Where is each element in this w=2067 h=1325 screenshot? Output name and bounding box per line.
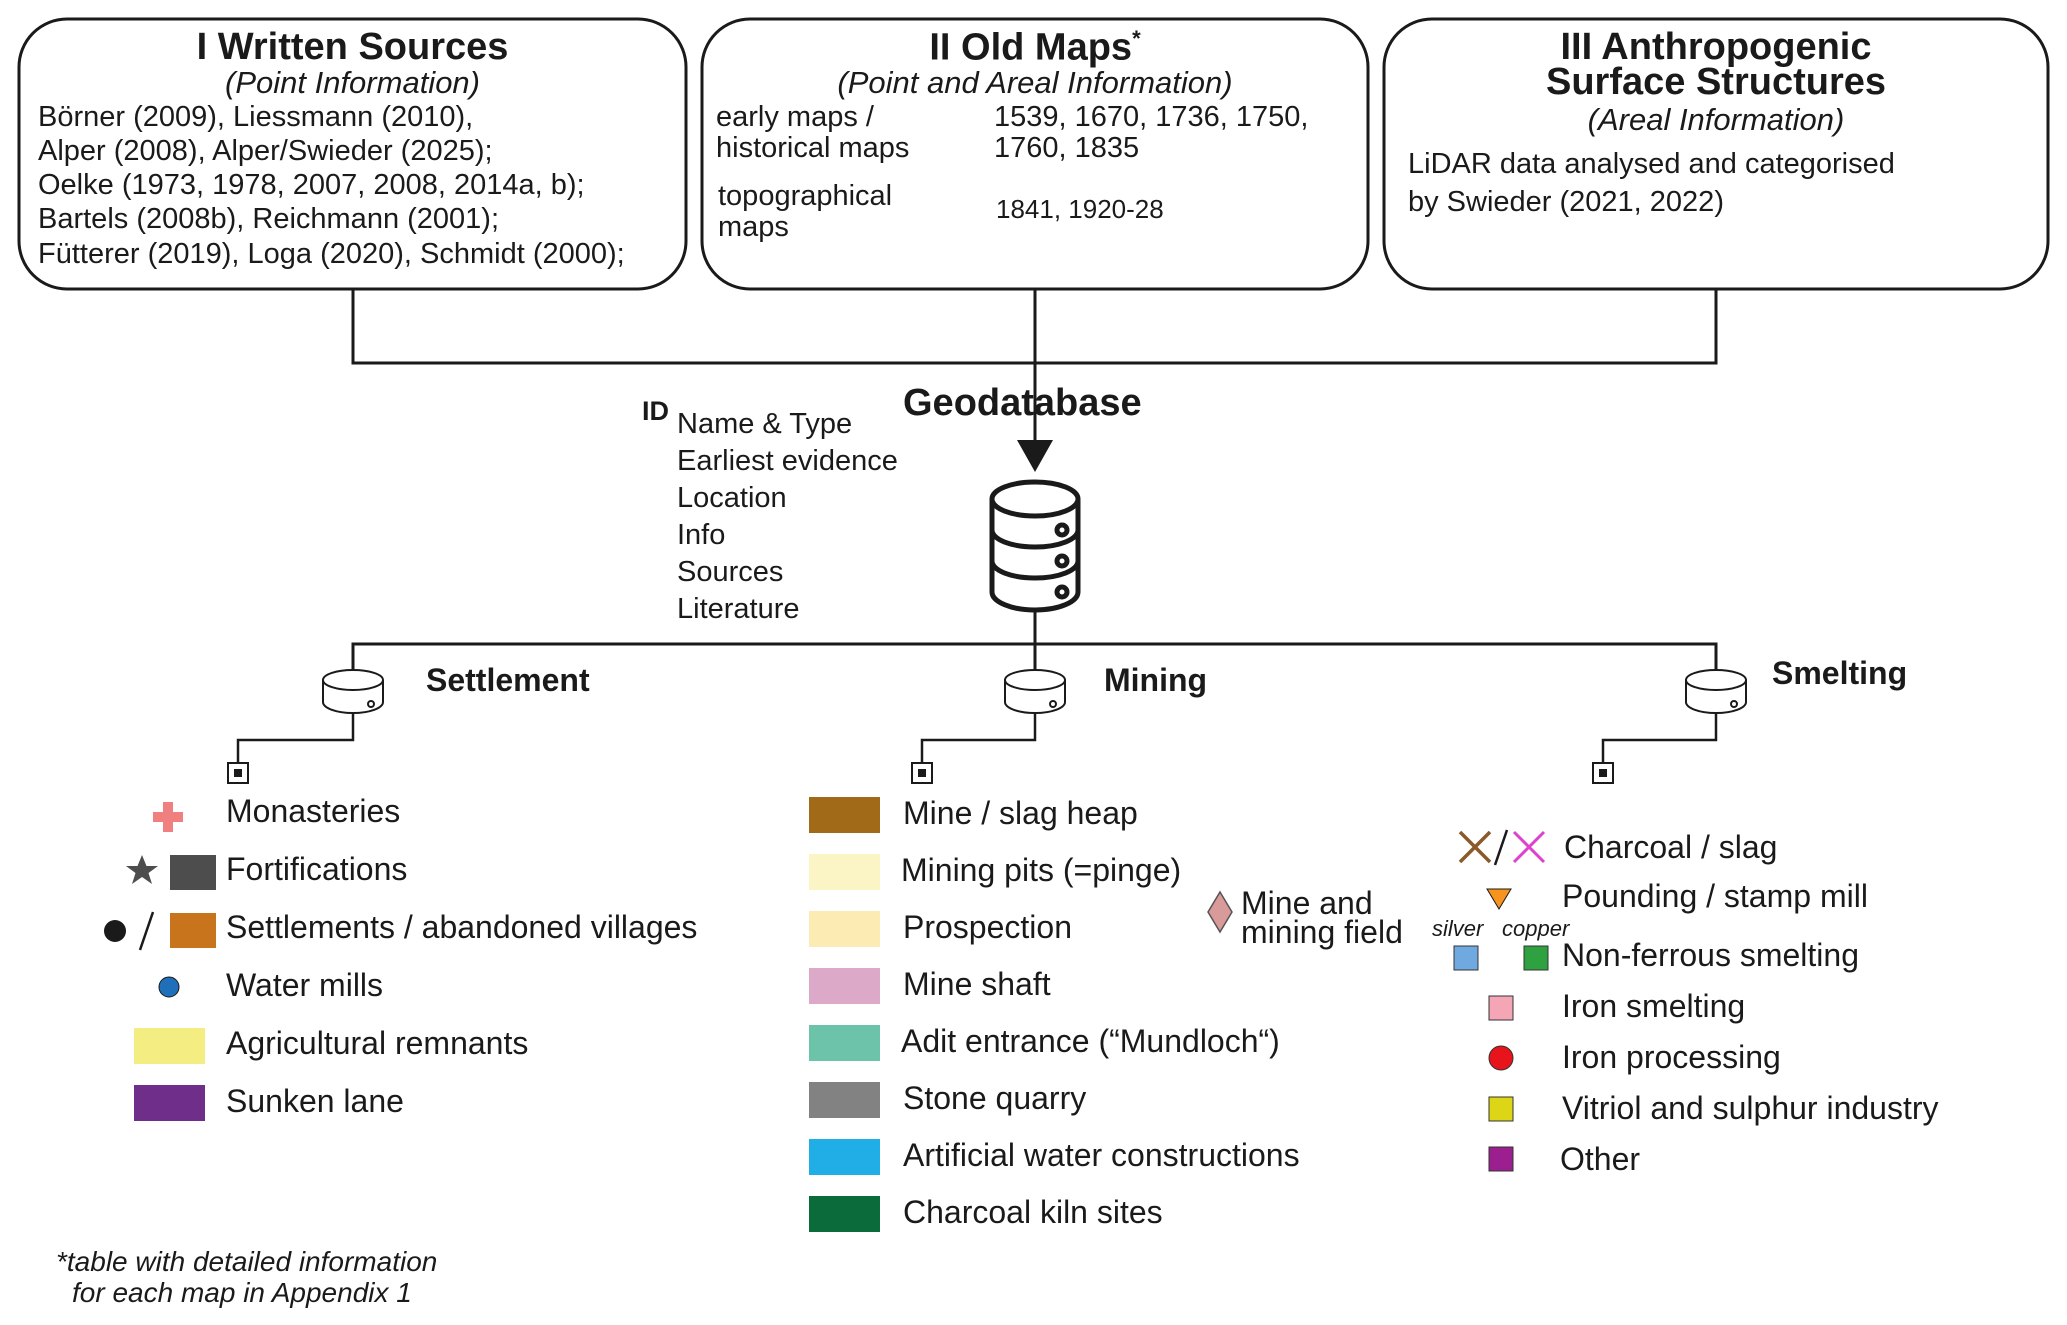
vitriol-swatch bbox=[1488, 1096, 1514, 1122]
legend-stamp-mill: Pounding / stamp mill bbox=[1562, 878, 1868, 914]
footnote: for each map in Appendix 1 bbox=[72, 1277, 412, 1308]
stone-quarry-swatch bbox=[809, 1082, 880, 1118]
smelting-db-icon bbox=[1685, 669, 1747, 714]
legend-vitriol: Vitriol and sulphur industry bbox=[1562, 1090, 1939, 1126]
legend-charcoal-slag: Charcoal / slag bbox=[1564, 829, 1778, 865]
legend-copper-label: copper bbox=[1502, 916, 1570, 941]
legend-water-constructions: Artificial water constructions bbox=[903, 1137, 1300, 1173]
monastery-cross-icon bbox=[153, 802, 183, 832]
legend-mine-slag: Mine / slag heap bbox=[903, 795, 1138, 831]
geodatabase-id-label: ID bbox=[642, 396, 669, 426]
early-maps-label: early maps / bbox=[716, 101, 874, 133]
smelting-heading: Smelting bbox=[1772, 655, 1908, 691]
legend-mining-field: mining field bbox=[1241, 914, 1403, 950]
geodatabase-field: Sources bbox=[677, 556, 784, 588]
mine-slag-swatch bbox=[809, 797, 880, 833]
anthropogenic-line: by Swieder (2021, 2022) bbox=[1408, 186, 1724, 218]
old-maps-title: II Old Maps* bbox=[929, 26, 1141, 69]
node-icons bbox=[227, 762, 1614, 784]
topo-maps-years: 1841, 1920-28 bbox=[996, 194, 1164, 224]
smelting-subconnector bbox=[1601, 714, 1718, 763]
legend-settlements: Settlements / abandoned villages bbox=[226, 909, 698, 945]
charcoal-kiln-swatch bbox=[809, 1196, 880, 1232]
footnote: *table with detailed information bbox=[56, 1246, 438, 1277]
written-sources-title: I Written Sources bbox=[196, 26, 509, 68]
other-swatch bbox=[1488, 1146, 1514, 1172]
anthropogenic-title: Surface Structures bbox=[1545, 61, 1886, 103]
legend-iron-smelting: Iron smelting bbox=[1562, 988, 1746, 1024]
anthropogenic-line: LiDAR data analysed and categorised bbox=[1408, 148, 1895, 180]
down-arrow-icon bbox=[1017, 440, 1053, 472]
legend-iron-processing: Iron processing bbox=[1562, 1039, 1781, 1075]
fortification-swatch bbox=[170, 855, 216, 890]
agricultural-swatch bbox=[134, 1028, 205, 1064]
water-constructions-swatch bbox=[809, 1139, 880, 1175]
copper-smelting-swatch bbox=[1523, 945, 1549, 971]
anthropogenic-title: III Anthropogenic bbox=[1560, 26, 1872, 68]
legend-adit-entrance: Adit entrance (“Mundloch“) bbox=[901, 1023, 1280, 1059]
sunken-lane-swatch bbox=[134, 1085, 205, 1121]
settlement-db-icon bbox=[322, 669, 384, 714]
geodatabase-field: Info bbox=[677, 519, 726, 551]
early-maps-years: 1760, 1835 bbox=[994, 132, 1140, 164]
early-maps-years: 1539, 1670, 1736, 1750, bbox=[994, 101, 1309, 133]
legend-fortifications: Fortifications bbox=[226, 851, 408, 887]
geodatabase-field: Literature bbox=[677, 593, 800, 625]
legend-stone-quarry: Stone quarry bbox=[903, 1080, 1087, 1116]
legend-prospection: Prospection bbox=[903, 909, 1072, 945]
mining-subconnector bbox=[920, 714, 1037, 763]
database-icon bbox=[989, 479, 1081, 613]
written-sources-line: Börner (2009), Liessmann (2010), bbox=[38, 101, 474, 133]
geodatabase-field: Name & Type bbox=[677, 408, 853, 440]
legend-mining-pits: Mining pits (=pinge) bbox=[901, 852, 1182, 888]
prospection-swatch bbox=[809, 911, 880, 947]
settlement-heading: Settlement bbox=[426, 662, 590, 698]
anthropogenic-subtitle: (Areal Information) bbox=[1587, 102, 1845, 137]
slash-divider bbox=[138, 911, 155, 951]
written-sources-line: Bartels (2008b), Reichmann (2001); bbox=[38, 203, 500, 235]
topo-maps-label: maps bbox=[718, 211, 789, 243]
written-sources-subtitle: (Point Information) bbox=[225, 65, 480, 100]
mining-field-diamond-icon bbox=[1207, 890, 1233, 934]
written-sources-line: Alper (2008), Alper/Swieder (2025); bbox=[38, 135, 493, 167]
legend-charcoal-kiln: Charcoal kiln sites bbox=[903, 1194, 1163, 1230]
legend-monasteries: Monasteries bbox=[226, 793, 401, 829]
slag-cross-icon bbox=[1512, 830, 1546, 864]
legend-silver-label: silver bbox=[1432, 916, 1484, 941]
footnote-mark: * bbox=[1132, 26, 1141, 51]
silver-smelting-swatch bbox=[1453, 945, 1479, 971]
topo-maps-label: topographical bbox=[718, 180, 893, 212]
legend-agricultural-remnants: Agricultural remnants bbox=[226, 1025, 529, 1061]
geodatabase-field: Location bbox=[677, 482, 787, 514]
mine-shaft-swatch bbox=[809, 968, 880, 1004]
fortification-star-icon bbox=[126, 855, 158, 884]
adit-swatch bbox=[809, 1025, 880, 1061]
geodatabase-title: Geodatabase bbox=[903, 382, 1142, 424]
iron-processing-dot-icon bbox=[1488, 1045, 1514, 1071]
legend-mine-shaft: Mine shaft bbox=[903, 966, 1051, 1002]
charcoal-cross-icon bbox=[1458, 830, 1492, 864]
settlement-dot-icon bbox=[104, 920, 126, 942]
early-maps-label: historical maps bbox=[716, 132, 910, 164]
written-sources-line: Fütterer (2019), Loga (2020), Schmidt (2… bbox=[38, 238, 625, 270]
mining-db-icon bbox=[1004, 669, 1066, 714]
stamp-mill-triangle-icon bbox=[1486, 888, 1512, 910]
iron-smelting-swatch bbox=[1488, 995, 1514, 1021]
written-sources-line: Oelke (1973, 1978, 2007, 2008, 2014a, b)… bbox=[38, 169, 585, 201]
legend-non-ferrous: Non-ferrous smelting bbox=[1562, 937, 1859, 973]
legend-other: Other bbox=[1560, 1141, 1641, 1177]
old-maps-subtitle: (Point and Areal Information) bbox=[837, 65, 1233, 100]
legend-water-mills: Water mills bbox=[226, 967, 384, 1003]
mining-heading: Mining bbox=[1104, 662, 1208, 698]
legend-mining-field: Mine and bbox=[1241, 885, 1373, 921]
slash-divider bbox=[1493, 829, 1509, 866]
geodatabase-field: Earliest evidence bbox=[677, 445, 898, 477]
mining-pits-swatch bbox=[809, 854, 880, 890]
settlement-swatch bbox=[170, 913, 216, 948]
legend-sunken-lane: Sunken lane bbox=[226, 1083, 404, 1119]
settlement-subconnector bbox=[236, 714, 355, 763]
water-mill-dot-icon bbox=[158, 976, 180, 998]
